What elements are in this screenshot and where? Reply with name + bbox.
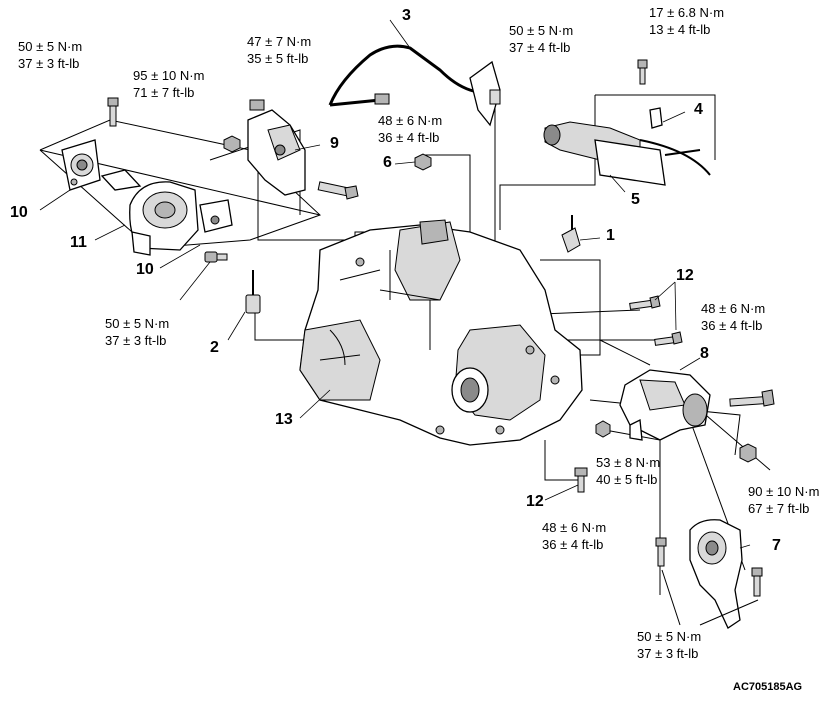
part-11-engine-mount [100,169,199,256]
torque-nm: 50 ± 5 N·m [509,23,574,38]
torque-nm: 48 ± 6 N·m [701,301,766,316]
torque-spec-17: 17 ± 6.8 N·m 13 ± 4 ft-lb [649,4,724,38]
torque-ftlb: 37 ± 3 ft-lb [18,56,80,71]
callout-11: 11 [70,234,87,251]
torque-ftlb: 37 ± 4 ft-lb [509,40,571,55]
part-3-tube [328,44,501,127]
torque-nm: 95 ± 10 N·m [133,68,205,83]
torque-spec-48-right: 48 ± 6 N·m 36 ± 4 ft-lb [701,300,765,334]
torque-ftlb: 36 ± 4 ft-lb [378,130,440,145]
torque-ftlb: 36 ± 4 ft-lb [701,318,763,333]
torque-spec-95: 95 ± 10 N·m 71 ± 7 ft-lb [133,67,204,101]
callout-1: 1 [606,227,615,244]
figure-reference-code: AC705185AG [733,681,803,693]
callout-9: 9 [330,135,339,152]
torque-ftlb: 40 ± 5 ft-lb [596,472,658,487]
callout-10-upper: 10 [10,204,28,221]
part-10-lower-bracket [199,199,233,233]
part-1-switch [561,215,581,253]
part-6-bolt-icon [414,153,432,171]
torque-nm: 17 ± 6.8 N·m [649,5,725,20]
top-left-bolt-icon [107,97,119,127]
callout-13: 13 [275,411,293,428]
part-13-transmission [299,219,583,446]
torque-nm: 48 ± 6 N·m [542,520,607,535]
torque-nm: 53 ± 8 N·m [596,455,661,470]
mount-bolt-icon [204,251,228,263]
part-5-cable-assembly [543,59,711,186]
torque-spec-50-bottom: 50 ± 5 N·m 37 ± 3 ft-lb [637,628,701,662]
torque-spec-48-bottom: 48 ± 6 N·m 36 ± 4 ft-lb [542,519,606,553]
callout-5: 5 [631,191,640,208]
callout-12-upper: 12 [676,267,694,284]
torque-ftlb: 35 ± 5 ft-lb [247,51,309,66]
torque-ftlb: 37 ± 3 ft-lb [105,333,167,348]
callout-leaders [39,19,751,549]
torque-spec-47: 47 ± 7 N·m 35 ± 5 ft-lb [247,33,311,67]
part-7-lower-mount [655,519,763,629]
callout-2: 2 [210,339,219,356]
torque-nm: 50 ± 5 N·m [18,39,83,54]
torque-nm: 47 ± 7 N·m [247,34,312,49]
part-9-bracket [247,99,359,200]
callout-8: 8 [700,345,709,362]
callout-3: 3 [402,7,411,24]
part-8-mount-bracket [619,369,775,441]
part-2-sensor [245,270,261,314]
torque-spec-top-middle: 50 ± 5 N·m 37 ± 4 ft-lb [509,22,573,56]
part-12-bolts-right [629,295,683,346]
torque-spec-top-left: 50 ± 5 N·m 37 ± 3 ft-lb [18,38,82,72]
callout-4: 4 [694,101,703,118]
callout-6: 6 [383,154,392,171]
torque-ftlb: 36 ± 4 ft-lb [542,537,604,552]
torque-nm: 50 ± 5 N·m [105,316,170,331]
torque-spec-48-center: 48 ± 6 N·m 36 ± 4 ft-lb [378,112,442,146]
torque-ftlb: 67 ± 7 ft-lb [748,501,810,516]
part-8-nuts [595,420,757,463]
torque-spec-53: 53 ± 8 N·m 40 ± 5 ft-lb [596,454,660,488]
part-10-upper-bracket [61,139,101,191]
part-12-bolt-lower [574,467,588,493]
torque-spec-50-left-lower: 50 ± 5 N·m 37 ± 3 ft-lb [105,315,169,349]
torque-spec-90: 90 ± 10 N·m 67 ± 7 ft-lb [748,483,819,517]
callout-10-lower: 10 [136,261,154,278]
torque-ftlb: 13 ± 4 ft-lb [649,22,711,37]
mount-nut-icon [223,135,241,153]
torque-nm: 48 ± 6 N·m [378,113,443,128]
torque-ftlb: 71 ± 7 ft-lb [133,85,195,100]
callout-7: 7 [772,537,781,554]
torque-nm: 50 ± 5 N·m [637,629,702,644]
torque-ftlb: 37 ± 3 ft-lb [637,646,699,661]
torque-nm: 90 ± 10 N·m [748,484,820,499]
callout-12-lower: 12 [526,493,544,510]
